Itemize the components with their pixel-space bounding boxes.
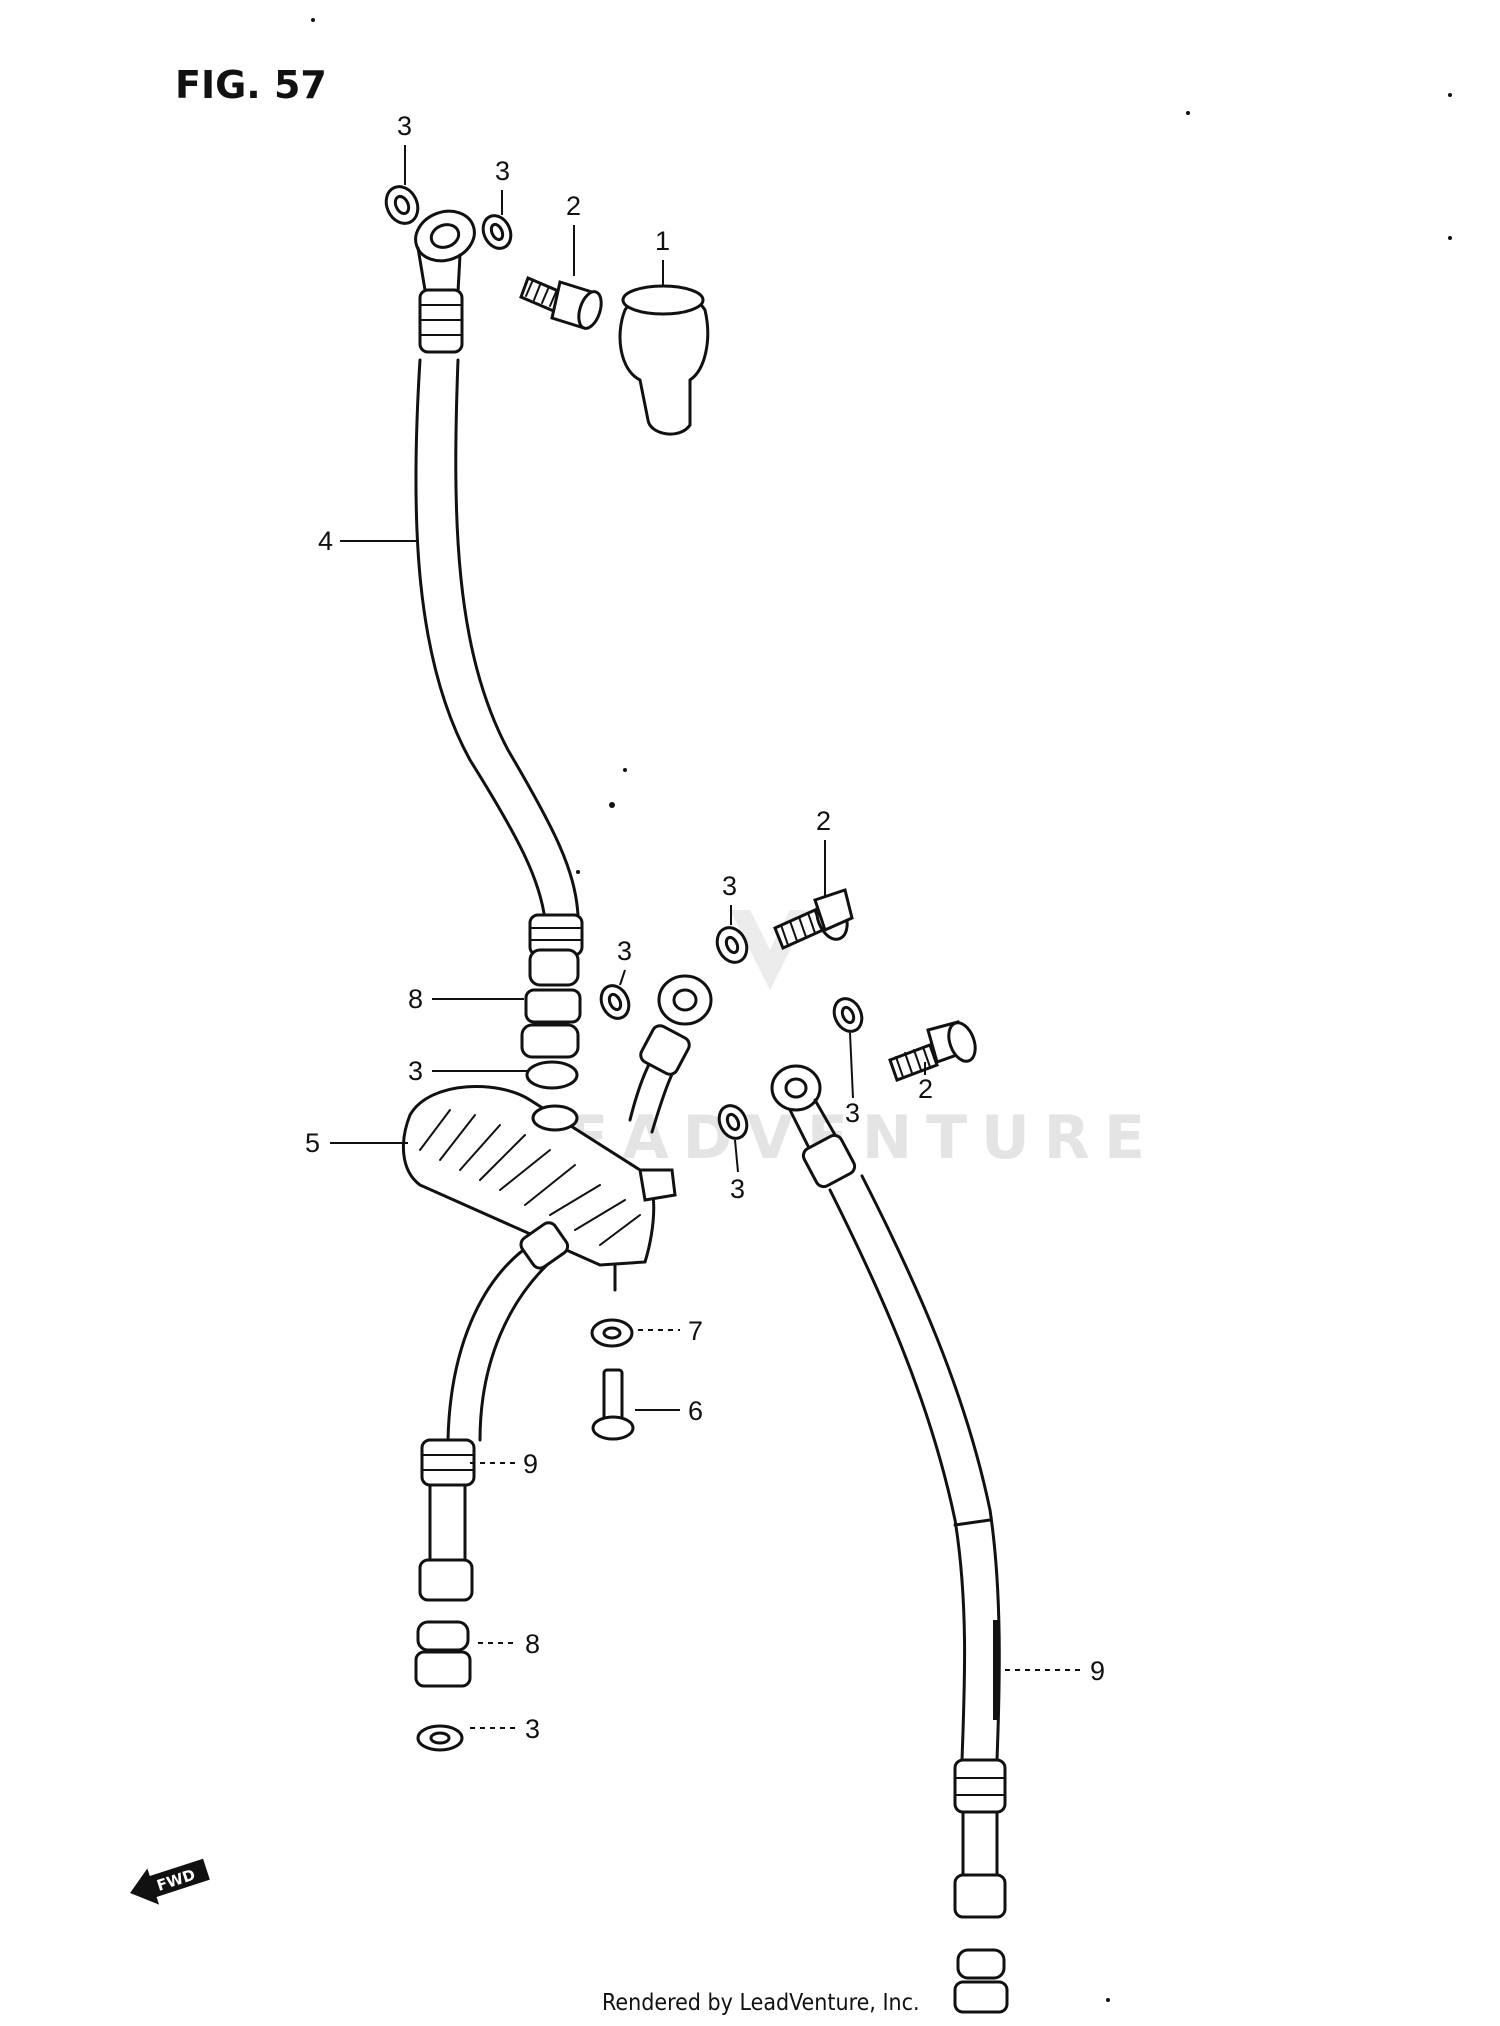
callout-3-bottom: 3	[525, 1714, 540, 1744]
callout-3-mid-center: 3	[722, 871, 737, 901]
callout-2-right: 2	[918, 1074, 933, 1104]
forward-direction-arrow: FWD	[130, 1858, 210, 1905]
callout-2-mid: 2	[816, 806, 831, 836]
union-bolt-top	[519, 275, 603, 330]
callout-8-upper: 8	[408, 984, 423, 1014]
brake-hose-joint	[401, 948, 677, 1292]
callout-6: 6	[688, 1396, 703, 1426]
lower-left-hose	[414, 1221, 570, 1752]
callout-8-lower: 8	[525, 1629, 540, 1659]
callout-9-left: 9	[523, 1449, 538, 1479]
watermark: LEADVENTURE	[515, 910, 1145, 1173]
footer-credit: Rendered by LeadVenture, Inc.	[602, 1990, 920, 2016]
callout-3-right: 3	[845, 1098, 860, 1128]
callout-5: 5	[305, 1128, 320, 1158]
mounting-bolt	[591, 1368, 635, 1441]
callouts: 3 3 2 1 4 2 3 3 8 3 5 3 2	[305, 111, 1105, 1744]
callout-2-top: 2	[566, 191, 581, 221]
callout-3-top-left: 3	[397, 111, 412, 141]
callout-3-joint: 3	[408, 1056, 423, 1086]
callout-3-top-right: 3	[495, 156, 510, 186]
scan-specks	[311, 18, 1452, 2002]
callout-7: 7	[688, 1316, 703, 1346]
reservoir-cap	[618, 284, 710, 436]
joint-branch-hose	[628, 974, 713, 1134]
lower-right-hose	[770, 1064, 1009, 2014]
callout-4: 4	[318, 526, 333, 556]
callout-3-lower-center: 3	[730, 1174, 745, 1204]
figure-title: FIG. 57	[175, 63, 327, 107]
callout-3-mid-left: 3	[617, 936, 632, 966]
union-bolt-right	[888, 1020, 977, 1082]
callout-1: 1	[655, 226, 670, 256]
callout-9-right: 9	[1090, 1656, 1105, 1686]
